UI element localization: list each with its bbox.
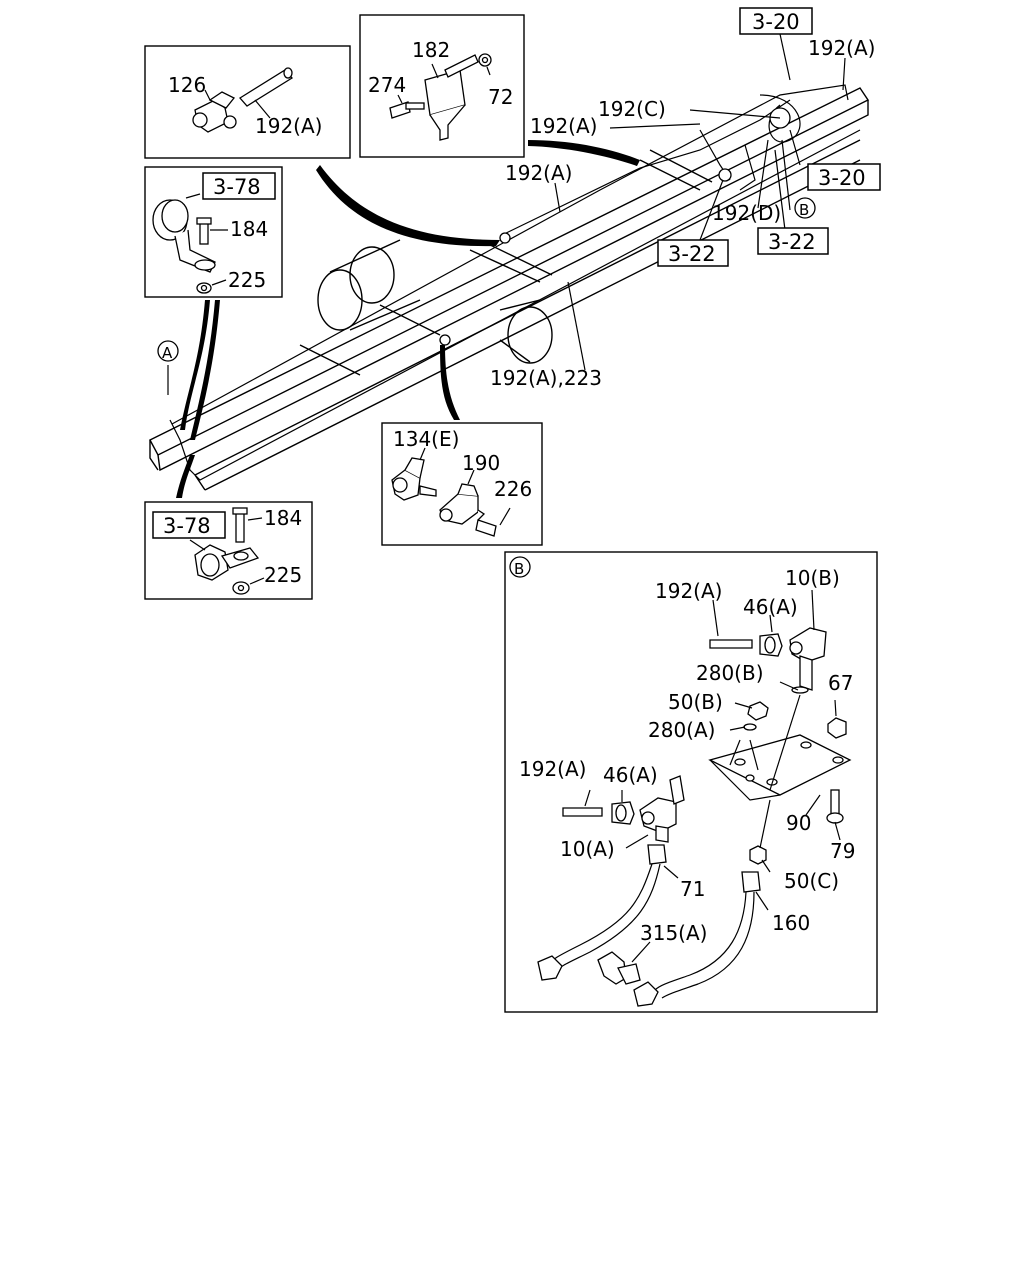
main-leader-lines bbox=[167, 33, 846, 395]
label-280a: 280(A) bbox=[648, 718, 715, 742]
label-192c: 192(C) bbox=[598, 97, 666, 121]
label-126: 126 bbox=[168, 73, 206, 97]
label-192a-223: 192(A),223 bbox=[490, 366, 602, 390]
ref-box-378-bottom[interactable] bbox=[152, 511, 226, 539]
label-ref-320-right: 3-20 bbox=[818, 166, 866, 190]
label-90: 90 bbox=[786, 811, 811, 835]
label-192d: 192(D) bbox=[712, 201, 781, 225]
pointer-swooshes bbox=[176, 140, 640, 498]
label-50b: 50(B) bbox=[668, 690, 723, 714]
detail-b-title: B bbox=[514, 560, 524, 578]
labels: 126 192(A) 182 274 72 3-20 192(A) 192(C)… bbox=[162, 10, 875, 945]
callout-b: B bbox=[799, 201, 809, 219]
label-226: 226 bbox=[494, 477, 532, 501]
label-192a-inset1: 192(A) bbox=[255, 114, 322, 138]
inset-126 bbox=[144, 45, 351, 159]
label-225-bottom: 225 bbox=[264, 563, 302, 587]
label-ref-378-top: 3-78 bbox=[213, 175, 261, 199]
label-67: 67 bbox=[828, 671, 853, 695]
callout-a: A bbox=[162, 344, 173, 362]
label-225-top: 225 bbox=[228, 268, 266, 292]
label-182: 182 bbox=[412, 38, 450, 62]
label-280b: 280(B) bbox=[696, 661, 764, 685]
label-160: 160 bbox=[772, 911, 810, 935]
label-134e: 134(E) bbox=[393, 427, 459, 451]
label-72: 72 bbox=[488, 85, 513, 109]
inset-378-bottom bbox=[144, 501, 313, 600]
label-184-bottom: 184 bbox=[264, 506, 302, 530]
label-274: 274 bbox=[368, 73, 406, 97]
inset-182 bbox=[359, 14, 525, 158]
label-ref-320-top: 3-20 bbox=[752, 10, 800, 34]
label-71: 71 bbox=[680, 877, 705, 901]
label-79: 79 bbox=[830, 839, 855, 863]
label-190: 190 bbox=[462, 451, 500, 475]
label-192a-frame: 192(A) bbox=[505, 161, 572, 185]
label-192a-b2: 192(A) bbox=[519, 757, 586, 781]
label-ref-378-bottom: 3-78 bbox=[163, 514, 211, 538]
label-46a-b2: 46(A) bbox=[603, 763, 658, 787]
label-10b: 10(B) bbox=[785, 566, 840, 590]
inset-378-top bbox=[144, 166, 283, 298]
detail-b bbox=[504, 551, 878, 1013]
chassis-frame bbox=[149, 84, 870, 491]
label-192a-topright: 192(A) bbox=[808, 36, 875, 60]
label-184-top: 184 bbox=[230, 217, 268, 241]
callout-circles bbox=[157, 197, 816, 578]
label-10a: 10(A) bbox=[560, 837, 615, 861]
ref-box-320-top[interactable] bbox=[739, 7, 813, 35]
label-192a-b1: 192(A) bbox=[655, 579, 722, 603]
label-46a-b1: 46(A) bbox=[743, 595, 798, 619]
label-50c: 50(C) bbox=[784, 869, 839, 893]
label-ref-322-right: 3-22 bbox=[768, 230, 816, 254]
label-ref-322-left: 3-22 bbox=[668, 242, 716, 266]
ref-box-322-right[interactable] bbox=[757, 227, 829, 255]
ref-box-378-top[interactable] bbox=[202, 172, 276, 200]
ref-boxes bbox=[152, 7, 881, 539]
label-192a-mid: 192(A) bbox=[530, 114, 597, 138]
label-315a: 315(A) bbox=[640, 921, 707, 945]
ref-box-322-left[interactable] bbox=[657, 239, 729, 267]
ref-box-320-right[interactable] bbox=[807, 163, 881, 191]
inset-134e bbox=[381, 422, 543, 546]
